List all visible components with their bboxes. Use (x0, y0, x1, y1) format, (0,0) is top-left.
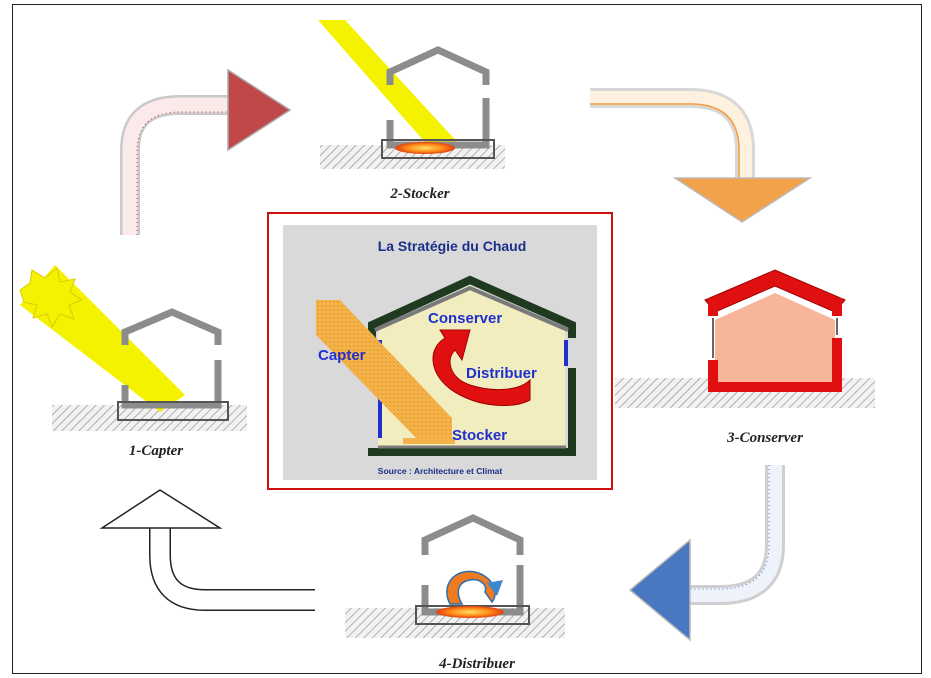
cycle-arrow-conserver-to-distribuer (628, 465, 785, 642)
caption-conserver: 3-Conserver (726, 430, 803, 446)
caption-capter: 1-Capter (129, 443, 183, 459)
label-capter: Capter (318, 347, 366, 364)
house-distribuer-slab (415, 605, 530, 625)
solar-rays (316, 300, 452, 442)
cycle-arrow-capter-to-stocker (120, 68, 292, 235)
house-roof-inner (374, 285, 569, 332)
house-capter (121, 308, 222, 409)
arrowhead-blue (628, 538, 691, 642)
distribution-swirl-icon (432, 329, 531, 406)
strategy-panel: La Stratégie du Chaud Conserver Capter D… (267, 212, 613, 490)
ground-hatch (52, 405, 247, 431)
strategy-title: La Stratégie du Chaud (378, 238, 527, 254)
arrowhead-white (99, 489, 223, 529)
heat-storage-glow (436, 606, 504, 618)
label-stocker: Stocker (452, 427, 507, 444)
house-capter-slab (117, 401, 229, 421)
step-stocker: 2-Stocker (318, 20, 505, 202)
cycle-arrow-stocker-to-conserver (590, 88, 813, 223)
label-conserver: Conserver (428, 310, 502, 327)
step-distribuer: 4-Distribuer (345, 514, 565, 672)
house-wall (832, 298, 842, 316)
house-interior-fill (715, 293, 835, 385)
step-capter: 1-Capter (19, 265, 247, 459)
cycle-arrow-distribuer-to-capter (99, 489, 315, 611)
caption-distribuer: 4-Distribuer (438, 656, 515, 672)
arrowhead-orange (672, 177, 813, 223)
house-wall (708, 298, 718, 316)
heat-storage-glow (395, 142, 455, 154)
house-distribuer (421, 514, 524, 616)
solar-ray-base (403, 438, 455, 444)
house-conserver-base (708, 338, 842, 392)
arrowhead-red (227, 68, 292, 152)
distribution-swirl-icon (446, 570, 496, 605)
label-distribuer: Distribuer (466, 365, 537, 382)
caption-stocker: 2-Stocker (389, 186, 449, 202)
house-stocker-slab (381, 139, 495, 159)
outer-frame (12, 4, 922, 674)
house-roof (368, 275, 576, 338)
source-note: Source : Architecture et Climat (378, 466, 503, 476)
step-conserver: 3-Conserver (615, 269, 875, 446)
sun-icon (19, 267, 84, 329)
swirl-arrowhead (487, 580, 503, 596)
